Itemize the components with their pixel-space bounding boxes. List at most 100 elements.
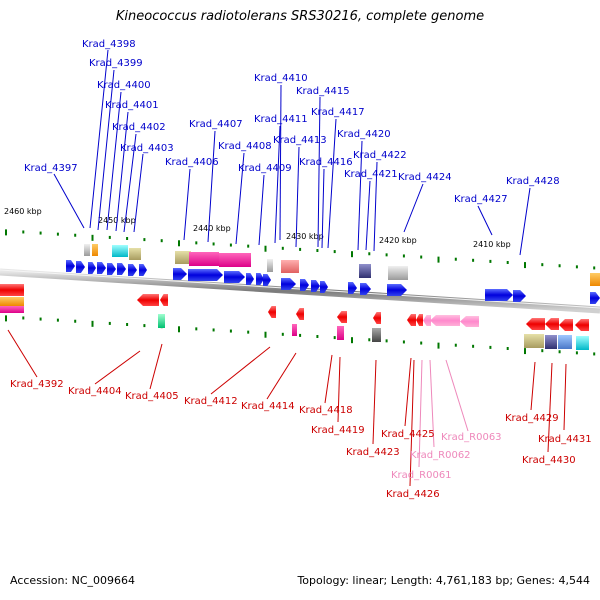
gene-arrow-reverse [337,311,347,323]
leader-line [445,359,469,432]
gene-label: Krad_4417 [311,107,365,118]
gene-label: Krad_4426 [386,489,440,500]
feature-box [175,251,191,264]
gene-label: Krad_4404 [68,386,122,397]
gene-label: Krad_4411 [254,114,308,125]
leader-line [357,140,363,251]
gene-label: Krad_4398 [82,39,136,50]
gene-label: Krad_4419 [311,425,365,436]
feature-box [112,245,128,257]
gene-label: Krad_4406 [165,157,219,168]
leader-line [337,356,341,423]
leader-line [418,359,423,468]
leader-line [7,329,38,378]
feature-box [158,314,165,328]
gene-label: Krad_4416 [299,157,353,168]
leader-line [210,346,271,395]
leader-line [317,96,321,248]
leader-line [365,180,371,251]
leader-line [149,343,163,390]
gene-label: Krad_4429 [505,413,559,424]
reverse-gene-labels[interactable]: Krad_4392 Krad_4404 Krad_4405 Krad_4412 … [10,379,592,500]
gene-arrow-forward [139,264,147,276]
leader-line [235,152,245,245]
gene-arrow-reverse [430,315,460,326]
gene-label: Krad_4403 [120,143,174,154]
map-title: Kineococcus radiotolerans SRS30216, comp… [115,9,485,24]
leader-line [321,168,325,249]
gene-arrow-forward [281,278,296,290]
leader-line [372,359,377,445]
gene-arrow-forward [88,262,96,274]
gene-arrow-forward [311,280,320,292]
genome-summary-text: Topology: linear; Length: 4,761,183 bp; … [297,574,590,587]
leader-line [89,49,109,229]
gene-arrow-reverse [137,294,159,306]
leader-line [327,118,337,249]
gene-arrow-reverse [423,315,431,326]
gene-arrow-reverse [160,294,168,306]
feature-box [372,328,381,342]
gene-label: Krad_4397 [24,163,78,174]
kbp-label: 2430 kbp [286,232,324,241]
gene-arrow-reverse [545,318,559,330]
leader-line [404,357,412,427]
gene-arrow-forward [173,268,187,280]
feature-box [0,306,24,313]
gene-label: Krad_4392 [10,379,64,390]
leader-line [477,205,493,236]
feature-box [558,335,572,349]
gene-arrow-forward [513,290,526,302]
gene-label: Krad_4414 [241,401,295,412]
leader-line [519,187,531,256]
gene-arrows [66,260,600,331]
feature-box [576,336,589,350]
feature-boxes [0,244,600,350]
feature-box [388,266,408,280]
gene-arrow-reverse [296,308,304,320]
feature-box [267,259,273,272]
gene-label: Krad_4427 [454,194,508,205]
gene-arrow-forward [348,282,357,294]
leader-line [106,91,122,231]
gene-arrow-reverse [575,319,589,331]
gene-arrow-reverse [559,319,573,331]
gene-label: Krad_4399 [89,58,143,69]
gene-arrow-forward [485,289,513,301]
gene-arrow-forward [320,281,328,293]
leader-line [183,168,191,241]
gene-arrow-forward [107,263,116,275]
leader-line [115,111,129,232]
gene-arrow-forward [387,284,407,296]
gene-arrow-reverse [460,316,479,327]
feature-box [545,335,557,349]
gene-label: Krad_4400 [97,80,151,91]
gene-label: Krad_R0061 [391,470,452,481]
feature-box [281,260,299,273]
gene-arrow-forward [360,283,371,295]
gene-arrow-forward [246,273,254,285]
gene-label: Krad_4431 [538,434,592,445]
gene-arrow-reverse [268,306,276,318]
gene-arrow-forward [300,279,309,291]
gene-label: Krad_4401 [105,100,159,111]
gene-label: Krad_4412 [184,396,238,407]
leader-line [373,161,378,252]
gene-arrow-reverse [526,318,545,330]
gene-arrow-forward [128,264,137,276]
gene-label: Krad_R0063 [441,432,502,443]
gene-label: Krad_4408 [218,141,272,152]
gene-label: Krad_4422 [353,150,407,161]
feature-box [337,326,344,340]
gene-label: Krad_4407 [189,119,243,130]
gene-label: Krad_4405 [125,391,179,402]
feature-box [0,284,24,296]
leader-line [429,359,435,448]
gene-arrow-forward [590,292,600,304]
gene-label: Krad_4421 [344,169,398,180]
forward-gene-labels[interactable]: Krad_4398 Krad_4399 Krad_4400 Krad_4401 … [24,39,560,205]
leader-line [133,153,144,233]
feature-box [219,253,251,267]
